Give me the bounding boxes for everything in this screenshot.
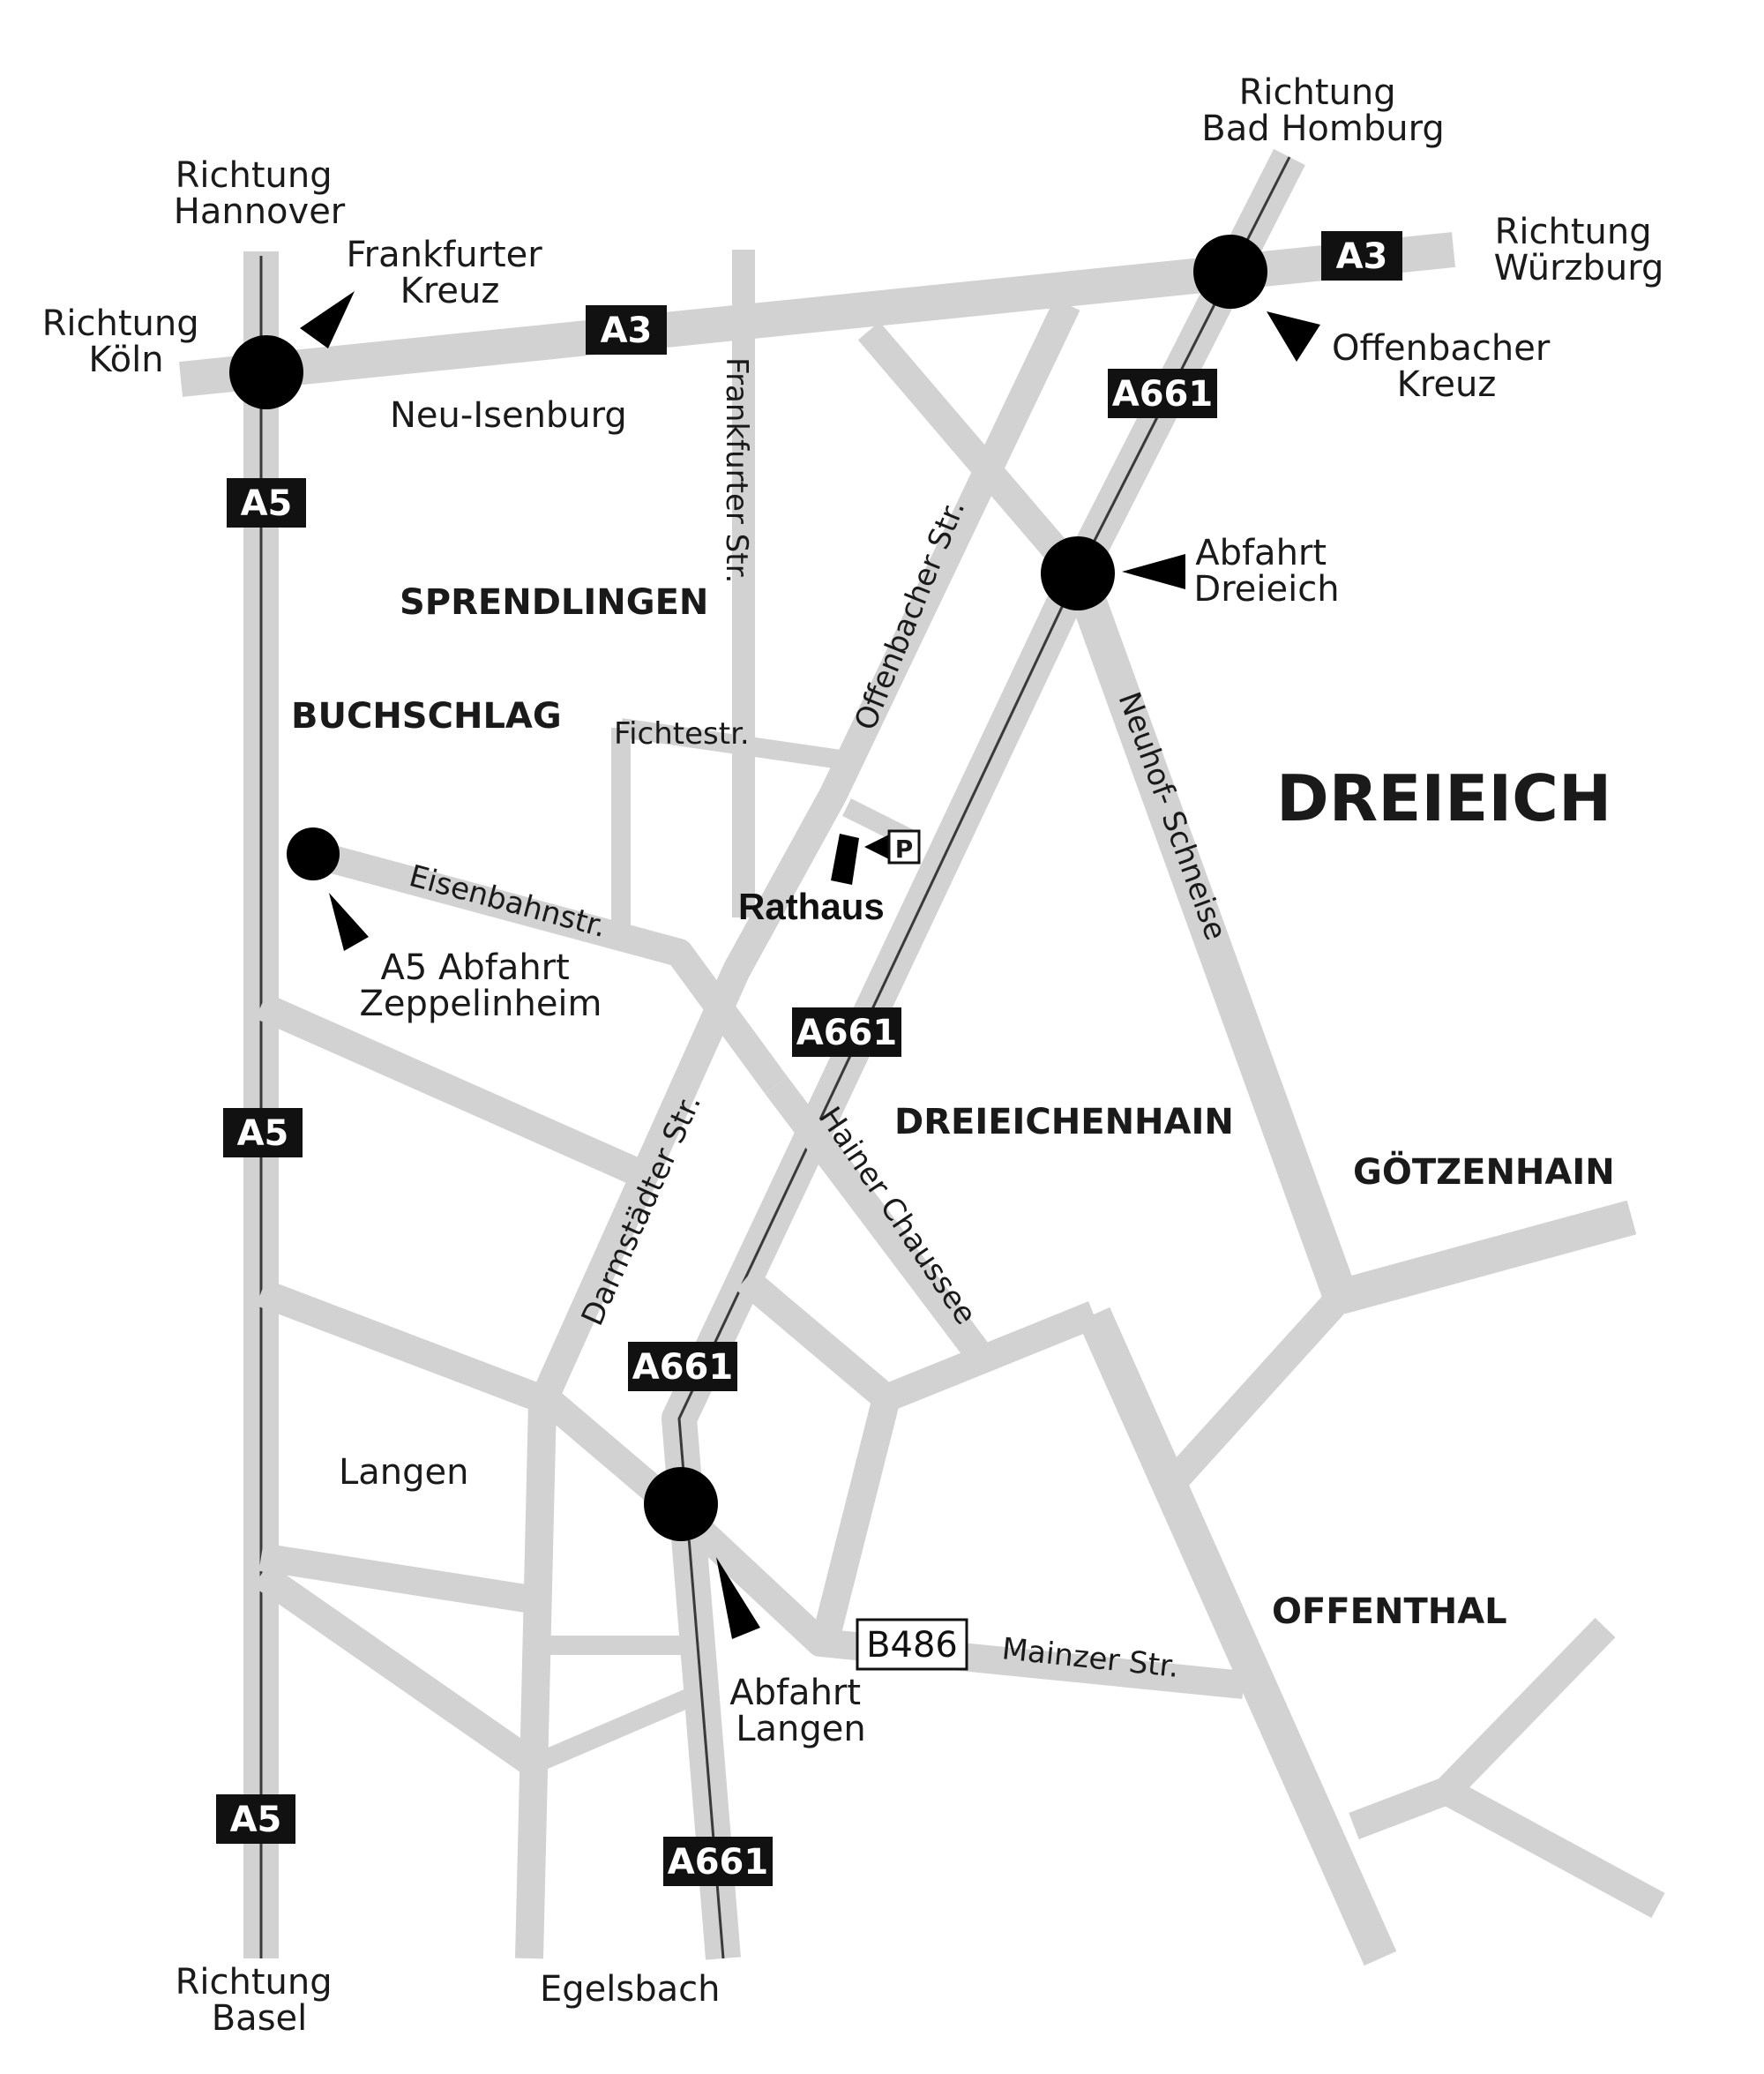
- frankfurter-kreuz-pointer: [300, 291, 355, 348]
- street-neuhof-schneise: Neuhof- Schneise: [1111, 687, 1234, 945]
- rathaus-label: Rathaus: [738, 886, 885, 927]
- a661-shield-north: A661: [1108, 369, 1217, 418]
- eisenbahnstr-road: [309, 840, 788, 1094]
- parking-pointer: [864, 835, 889, 859]
- place-neu-isenburg: Neu-Isenburg: [390, 395, 627, 436]
- label-abfahrt-zeppelinheim: A5 Abfahrt Zeppelinheim: [359, 947, 602, 1024]
- parking-label: P: [895, 835, 914, 864]
- rathaus-marker: P Rathaus: [738, 829, 921, 927]
- direction-wuerzburg: Richtung Würzburg: [1494, 212, 1664, 288]
- a5-darmstaedter-connector-road: [255, 992, 646, 1187]
- abfahrt-langen-pointer: [716, 1557, 760, 1639]
- a5-shield-middle: A5: [223, 1108, 303, 1157]
- abfahrt-dreieich-pointer: [1122, 554, 1185, 589]
- direction-koeln: Richtung Köln: [42, 303, 211, 380]
- offenthal-main-road: [1077, 1307, 1397, 1966]
- direction-bad-homburg: Richtung Bad Homburg: [1201, 72, 1444, 149]
- road-network: [178, 148, 1665, 1966]
- a3-shield-west: A3: [586, 305, 667, 355]
- goetzenhain-south-road: [1162, 1287, 1351, 1492]
- b486-shield: B486: [856, 1618, 968, 1671]
- svg-text:A5: A5: [230, 1800, 282, 1840]
- offenbacher-kreuz-pointer: [1267, 311, 1320, 362]
- svg-text:A661: A661: [1112, 374, 1213, 415]
- street-frankfurter-str: Frankfurter Str.: [719, 357, 754, 583]
- svg-text:B486: B486: [866, 1625, 958, 1666]
- city-label: DREIEICH: [1276, 761, 1611, 835]
- street-offenbacher-str: Offenbacher Str.: [848, 495, 972, 735]
- neuhof-schneise-road: [1064, 572, 1357, 1303]
- svg-text:A5: A5: [241, 483, 293, 524]
- langen-south-road: [252, 1562, 542, 1777]
- district-buchschlag: BUCHSCHLAG: [291, 696, 562, 737]
- street-darmstaedter-str: Darmstädter Str.: [575, 1089, 708, 1330]
- district-goetzenhain: GÖTZENHAIN: [1353, 1150, 1615, 1193]
- svg-text:A3: A3: [1336, 236, 1388, 277]
- a661-shield-langen: A661: [628, 1342, 737, 1391]
- abfahrt-zeppelinheim-pointer: [329, 893, 369, 951]
- langen-diagonal-road: [529, 1688, 692, 1774]
- southeast-branch-road: [1439, 1778, 1665, 1919]
- district-sprendlingen: SPRENDLINGEN: [400, 582, 708, 623]
- svg-text:A661: A661: [632, 1347, 733, 1388]
- langen-middle-road: [258, 1543, 545, 1615]
- svg-text:A661: A661: [796, 1013, 897, 1053]
- direction-hannover: Richtung Hannover: [174, 155, 346, 232]
- a5-shield-north: A5: [227, 478, 306, 528]
- a661-median: [677, 156, 1291, 1959]
- b486-road: [676, 1507, 1245, 1699]
- a3-shield-east: A3: [1321, 231, 1402, 281]
- abfahrt-langen-dot: [644, 1467, 718, 1541]
- place-langen: Langen: [339, 1452, 469, 1493]
- label-abfahrt-langen: Abfahrt Langen: [729, 1673, 872, 1749]
- abfahrt-zeppelinheim-dot: [287, 827, 340, 880]
- label-abfahrt-dreieich: Abfahrt Dreieich: [1193, 533, 1339, 610]
- offenbacher-kreuz-dot: [1193, 235, 1267, 309]
- abfahrt-dreieich-dot: [1041, 536, 1115, 610]
- svg-text:A3: A3: [601, 311, 653, 351]
- hainer-chaussee-road: [765, 1076, 990, 1363]
- junction-markers: [229, 235, 1320, 1639]
- a5-shield-south: A5: [216, 1794, 295, 1844]
- svg-text:A661: A661: [668, 1842, 768, 1883]
- road-shields: A3 A3 A5 A5 A5 A661 A661 A661: [216, 231, 1402, 1886]
- district-offenthal: OFFENTHAL: [1272, 1591, 1507, 1632]
- a661-shield-center: A661: [792, 1007, 901, 1057]
- goetzenhain-east-road: [1335, 1200, 1637, 1314]
- rathaus-building-icon: [831, 834, 859, 885]
- label-offenbacher-kreuz: Offenbacher Kreuz: [1332, 328, 1561, 405]
- direction-basel: Richtung Basel: [176, 1962, 344, 2039]
- parking-sign: [887, 829, 921, 865]
- district-dreieichenhain: DREIEICHENHAIN: [894, 1102, 1234, 1142]
- street-fichtestr: Fichtestr.: [614, 716, 750, 752]
- place-egelsbach: Egelsbach: [540, 1969, 720, 2010]
- a661-shield-south: A661: [663, 1837, 773, 1886]
- svg-text:A5: A5: [237, 1113, 289, 1154]
- label-frankfurter-kreuz: Frankfurter Kreuz: [347, 235, 554, 311]
- frankfurter-kreuz-dot: [229, 335, 303, 409]
- isenburg-connector-road: [857, 321, 1088, 583]
- dreieichenhain-east-road: [881, 1301, 1099, 1411]
- langen-north-road: [256, 1279, 696, 1529]
